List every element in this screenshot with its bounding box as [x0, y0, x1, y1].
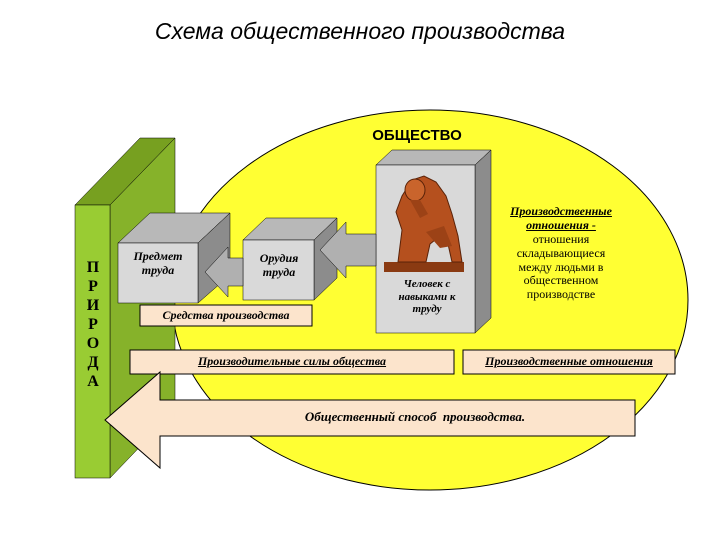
production-relations-title: Производственные отношения - [510, 204, 612, 232]
nature-letter: Д [87, 354, 99, 371]
subject-of-labor-label: Предмет труда [133, 249, 183, 277]
means-of-production-bar [139, 304, 313, 327]
production-relations-bar-label: Производственные отношения [485, 354, 653, 368]
thinker-sculpture-image [384, 175, 464, 272]
means-of-production-label: Средства производства [162, 308, 290, 322]
production-relations-description: отношения складывающиеся между людьми в … [516, 232, 606, 302]
nature-letter: Р [88, 316, 98, 333]
nature-letter: П [86, 259, 100, 276]
nature-letter: А [87, 373, 99, 390]
nature-letter: О [86, 335, 100, 352]
society-label: ОБЩЕСТВО [372, 127, 462, 144]
page-title: Схема общественного производства [154, 18, 566, 44]
subject-of-labor-box [117, 212, 231, 304]
tools-of-labor-label: Орудия труда [259, 251, 299, 279]
arrow-human-to-tools [319, 221, 377, 279]
human-label: Человек с навыками к труду [398, 278, 456, 316]
nature-letter: И [86, 297, 100, 314]
mode-of-production-label: Общественный способ производства. [304, 409, 526, 424]
productive-forces-bar [129, 349, 455, 375]
productive-forces-label: Производительные силы общества [197, 354, 387, 368]
arrow-tools-to-subject [204, 246, 244, 298]
mode-of-production-arrow [104, 370, 636, 470]
nature-label: П Р И Р О Д А [80, 258, 106, 391]
tools-of-labor-box [242, 217, 338, 301]
production-relations-bar [462, 349, 676, 375]
nature-letter: Р [88, 278, 98, 295]
